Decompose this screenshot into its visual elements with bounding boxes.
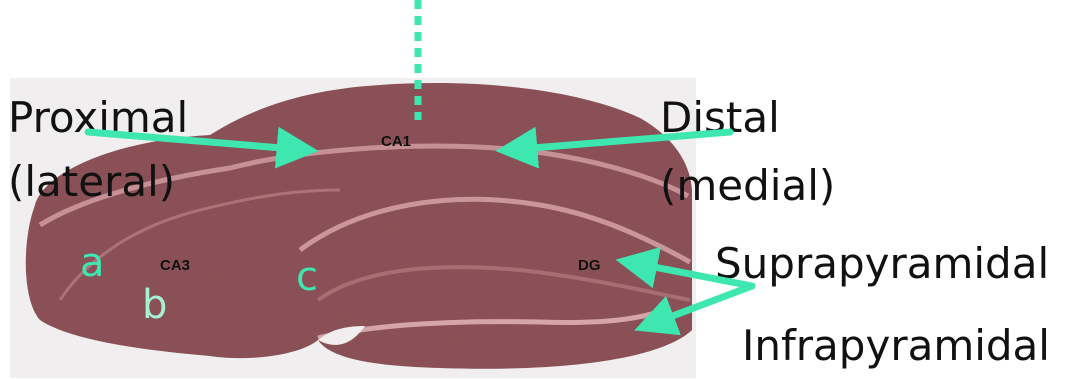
label-lateral: (lateral) — [8, 157, 175, 206]
label-infrapyramidal: Infrapyramidal — [742, 321, 1050, 370]
subfield-label-a: a — [80, 240, 105, 286]
label-medial: (medial) — [660, 161, 835, 210]
region-label-ca3: CA3 — [160, 257, 190, 274]
region-label-dg: DG — [578, 257, 601, 274]
label-suprapyramidal: Suprapyramidal — [715, 239, 1049, 288]
region-label-ca1: CA1 — [381, 133, 411, 150]
subfield-label-c: c — [296, 254, 318, 300]
subfield-label-b: b — [142, 282, 167, 328]
